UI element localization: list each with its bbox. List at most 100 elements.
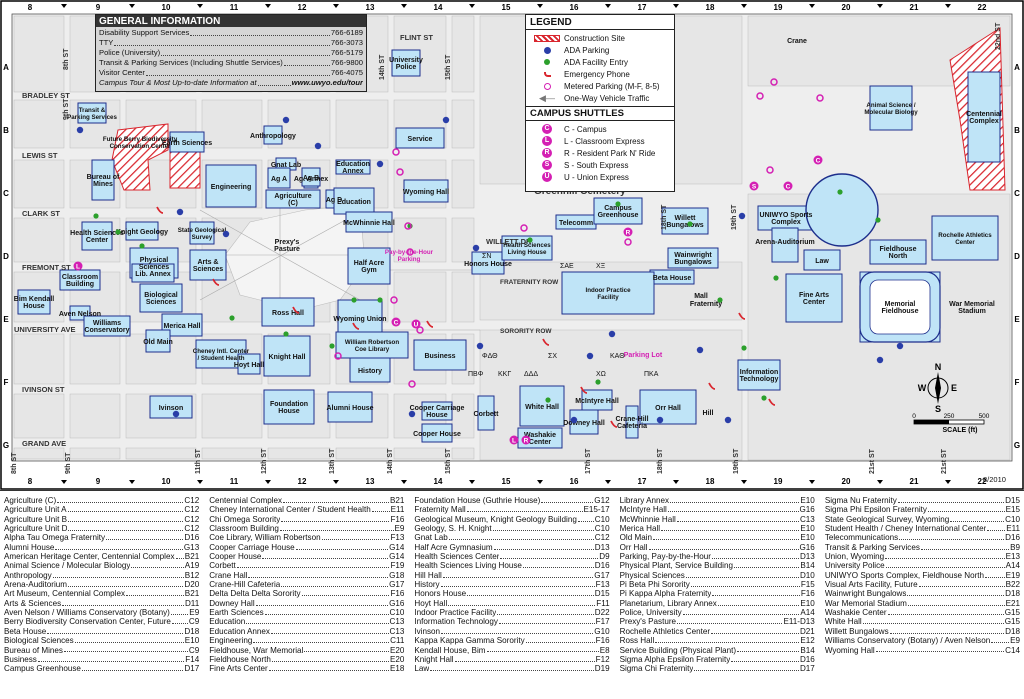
building-arts-sciences	[189, 249, 227, 281]
index-entry[interactable]: Agriculture (C)C12	[4, 496, 199, 505]
index-entry[interactable]: Aven Nelson / Williams Conservatory (Bot…	[4, 608, 199, 617]
shuttle-stop-letter: C	[816, 158, 821, 165]
index-entry[interactable]: American Heritage Center, Centennial Com…	[4, 552, 199, 561]
emergency-phone-icon	[768, 398, 776, 406]
index-entry[interactable]: Williams Conservatory (Botany) / Aven Ne…	[825, 636, 1020, 645]
label-line: Agriculture	[274, 193, 311, 200]
index-entry[interactable]: Cheney International Center / Student He…	[209, 505, 404, 514]
index-entry[interactable]: Berry Biodiversity Conservation Center, …	[4, 617, 199, 626]
index-entry[interactable]: Student Health / Cheney International Ce…	[825, 524, 1020, 533]
grid-row-label: G	[3, 441, 9, 450]
general-info-value[interactable]: www.uwyo.edu/tour	[291, 78, 363, 87]
index-entry[interactable]: Foundation House (Guthrie House)G12	[414, 496, 609, 505]
index-entry[interactable]: Geological Museum, Knight Geology Buildi…	[414, 515, 609, 524]
index-entry[interactable]: Service Building (Physical Plant)B14	[620, 646, 815, 655]
